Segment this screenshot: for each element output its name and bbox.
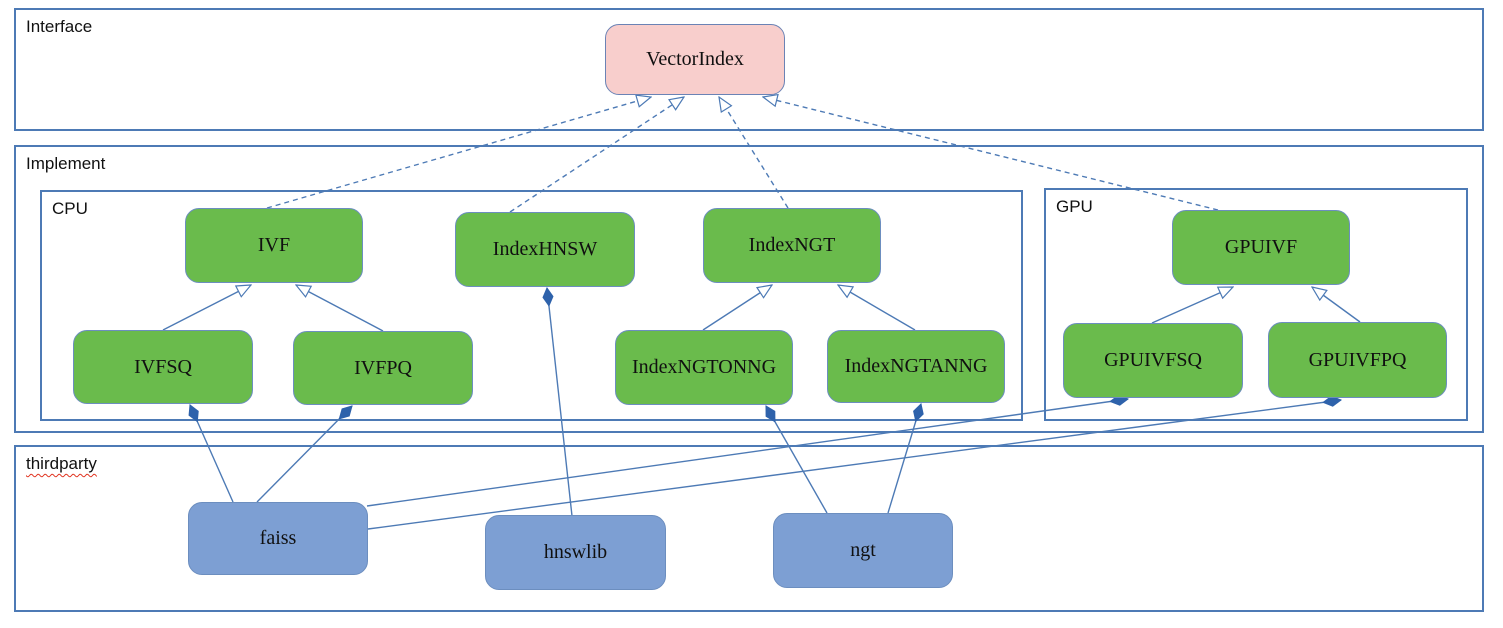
node-label: hnswlib xyxy=(543,541,608,563)
node-label: IndexHNSW xyxy=(492,238,598,260)
edge-ngt-indexngtonng xyxy=(765,406,828,514)
node-label: GPUIVF xyxy=(1224,236,1298,258)
edge-gpuivfpq-gpuivf xyxy=(1312,287,1361,323)
node-gpuivfpq[interactable]: GPUIVFPQ xyxy=(1268,322,1447,398)
node-label: IVFSQ xyxy=(134,355,192,378)
node-label: IVF xyxy=(257,234,291,256)
node-indexngt[interactable]: IndexNGT xyxy=(703,208,881,283)
node-label: IVFPQ xyxy=(354,356,412,379)
edge-gpuivf-vectorindex xyxy=(763,97,1219,211)
edge-ivfsq-ivf xyxy=(162,285,251,331)
node-label: GPUIVFSQ xyxy=(1104,349,1202,371)
node-label: VectorIndex xyxy=(646,48,744,70)
edge-ivfpq-ivf xyxy=(296,285,384,332)
node-hnswlib[interactable]: hnswlib xyxy=(485,515,666,590)
edge-faiss-gpuivfpq xyxy=(367,400,1341,530)
edge-faiss-ivfpq xyxy=(256,406,352,503)
edge-ngt-indexngtanng xyxy=(887,404,921,514)
edge-faiss-gpuivfsq xyxy=(366,399,1128,507)
edge-gpuivfsq-gpuivf xyxy=(1151,286,1233,324)
node-gpuivfsq[interactable]: GPUIVFSQ xyxy=(1063,323,1243,398)
interface-label: Interface xyxy=(26,17,93,36)
edge-faiss-ivfsq xyxy=(190,405,234,503)
node-vectorindex[interactable]: VectorIndex xyxy=(605,24,785,95)
thirdparty-container: thirdparty xyxy=(14,445,1484,612)
interface-container: Interface xyxy=(14,8,1484,131)
edge-ivf-vectorindex xyxy=(266,97,651,209)
edge-hnswlib-indexhnsw xyxy=(547,288,573,517)
cpu-label: CPU xyxy=(52,199,88,218)
node-indexngtanng[interactable]: IndexNGTANNG xyxy=(827,330,1005,403)
node-ivfpq[interactable]: IVFPQ xyxy=(293,331,473,405)
node-ngt[interactable]: ngt xyxy=(773,513,953,588)
implement-label: Implement xyxy=(26,154,106,173)
node-label: IndexNGTANNG xyxy=(844,355,988,377)
node-ivf[interactable]: IVF xyxy=(185,208,363,283)
node-label: IndexNGT xyxy=(748,234,836,256)
node-indexhnsw[interactable]: IndexHNSW xyxy=(455,212,635,287)
edge-indexngtanng-indexngt xyxy=(838,285,916,331)
node-indexngtonng[interactable]: IndexNGTONNG xyxy=(615,330,793,405)
thirdparty-label: thirdparty xyxy=(26,454,97,473)
node-ivfsq[interactable]: IVFSQ xyxy=(73,330,253,404)
gpu-container: GPU xyxy=(1044,188,1468,421)
node-label: ngt xyxy=(850,539,876,561)
edge-indexngtonng-indexngt xyxy=(702,285,772,331)
edge-indexngt-vectorindex xyxy=(719,97,789,209)
node-faiss[interactable]: faiss xyxy=(188,502,368,575)
node-label: IndexNGTONNG xyxy=(631,356,777,378)
gpu-label: GPU xyxy=(1056,197,1093,216)
edge-indexhnsw-vectorindex xyxy=(509,97,684,213)
node-label: faiss xyxy=(259,527,297,549)
cpu-container: CPU xyxy=(40,190,1023,421)
node-label: GPUIVFPQ xyxy=(1308,348,1407,371)
node-gpuivf[interactable]: GPUIVF xyxy=(1172,210,1350,285)
